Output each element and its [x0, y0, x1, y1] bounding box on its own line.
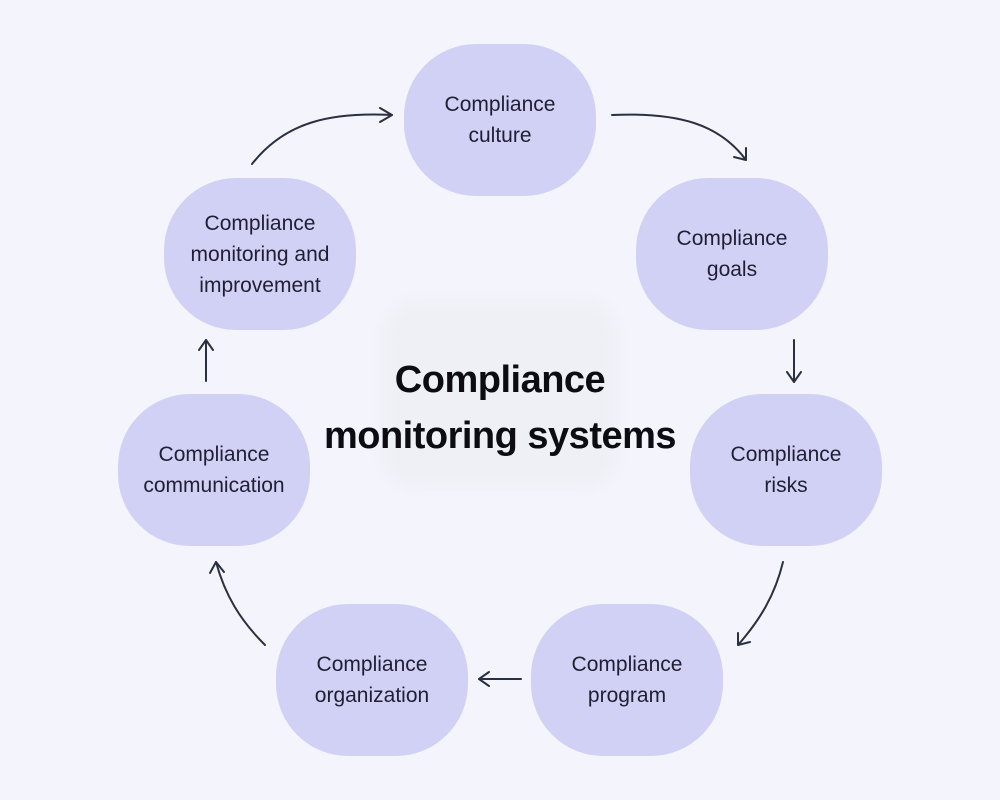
- arrow-culture-to-goals: [611, 113, 747, 161]
- center-highlight: [382, 300, 618, 488]
- arrow-communication-to-monitoring: [198, 339, 214, 382]
- node-compliance-culture: Compliance culture: [404, 44, 596, 196]
- arrow-monitoring-to-culture: [251, 107, 393, 165]
- node-compliance-risks: Compliance risks: [690, 394, 882, 546]
- node-label-line: Compliance: [316, 653, 428, 676]
- node-compliance-goals: Compliance goals: [636, 178, 828, 330]
- arrow-organization-to-communication: [209, 561, 266, 646]
- node-compliance-communication: Compliance communication: [118, 394, 310, 546]
- node-label-line: Compliance: [204, 211, 316, 235]
- node-compliance-organization: Compliance organization: [276, 604, 468, 756]
- node-label-line: Compliance: [571, 653, 683, 676]
- arrow-risks-to-program: [737, 561, 784, 646]
- node-compliance-program: Compliance program: [531, 604, 723, 756]
- arrow-goals-to-risks: [786, 339, 802, 383]
- node-compliance-monitoring-and-improvement: Compliance monitoring and improvement: [164, 178, 356, 330]
- diagram-title: Compliance monitoring systems: [323, 359, 677, 457]
- node-label-line: improvement: [199, 273, 321, 297]
- node-label-line: goals: [706, 258, 758, 281]
- node-label-line: Compliance: [444, 93, 556, 116]
- node-label-line: program: [587, 684, 667, 707]
- node-label-line: culture: [468, 124, 532, 147]
- node-label-line: Compliance: [676, 227, 788, 250]
- node-label-line: Compliance: [730, 443, 842, 466]
- node-label-line: risks: [764, 474, 808, 497]
- node-label-line: Compliance: [158, 443, 270, 466]
- node-label-line: monitoring and: [190, 242, 330, 266]
- node-label-line: communication: [143, 474, 285, 497]
- node-label-line: organization: [314, 684, 430, 707]
- arrow-program-to-organization: [478, 671, 522, 687]
